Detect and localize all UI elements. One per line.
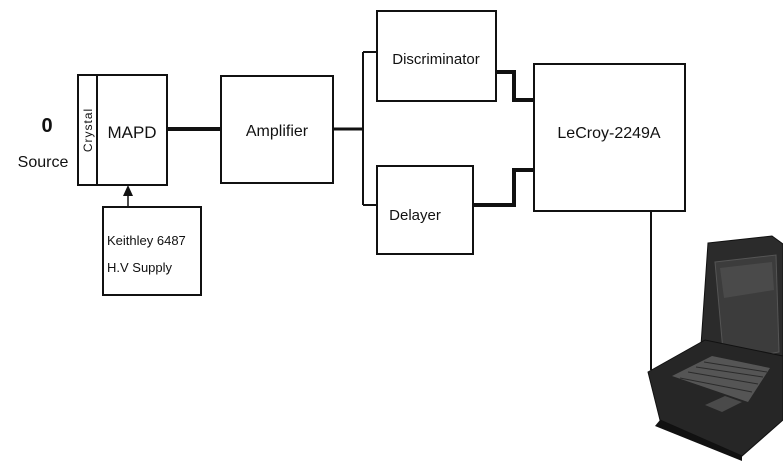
delayer-label: Delayer (389, 207, 441, 224)
crystal-label: Crystal (81, 108, 95, 152)
discriminator-label: Discriminator (392, 51, 480, 68)
amplifier-label: Amplifier (246, 123, 309, 140)
supply-label-line1: Keithley 6487 (107, 233, 186, 248)
lecroy-label: LeCroy-2249A (557, 125, 661, 142)
laptop-icon (648, 236, 783, 461)
supply-block (103, 207, 201, 295)
wire-discriminator-lecroy (496, 72, 534, 100)
supply-arrowhead-icon (123, 185, 133, 196)
wire-delayer-lecroy (473, 170, 534, 205)
source-label: Source (18, 154, 69, 171)
mapd-label: MAPD (107, 123, 156, 142)
source-symbol: 0 (41, 115, 52, 137)
supply-label-line2: H.V Supply (107, 260, 173, 275)
